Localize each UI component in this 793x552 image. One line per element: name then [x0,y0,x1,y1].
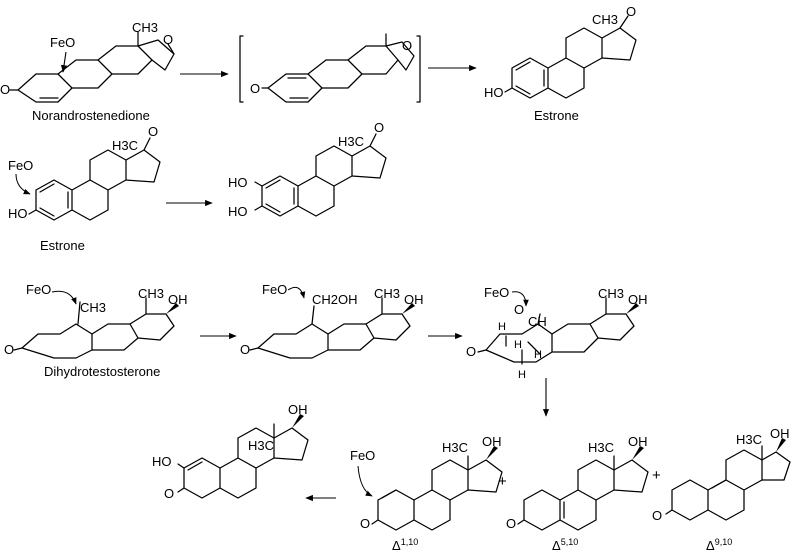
atom-o-3-intermediate: O [250,81,260,96]
plus-sign-1: + [498,473,507,490]
atom-ch3-13-oxo: CH3 [598,286,624,301]
label-estrone-middle: Estrone [40,238,85,253]
atom-h3c-isomer-1: H3C [442,440,468,455]
atom-h3c-estrone-middle: H3C [112,138,138,153]
atom-o-19-oxo: O [514,302,524,317]
atom-ho-2-hydroxyestrone: HO [228,175,248,190]
norandrostenedione-structure [9,31,175,103]
atom-ho-estrone-middle: HO [8,206,28,221]
dihydrotestosterone-structure [13,297,179,359]
atom-ch3-norandrostenedione: CH3 [132,20,158,35]
atom-ho-2-hydroxy-dienone: HO [152,454,172,469]
isomer-delta-5-10-structure [517,446,649,531]
dienone-intermediate-structure [239,33,421,103]
atom-o-17-estrone-top: O [626,4,636,19]
atom-ch3-13-hydroxy-dht: CH3 [374,286,400,301]
estrone-structure-middle [28,137,161,221]
atom-o-17-intermediate: O [402,38,412,53]
atom-h3c-isomer-3: H3C [736,432,762,447]
atom-o-3-norandrostenedione: O [0,82,10,97]
atom-cho: CH [528,314,547,329]
feo-label-19-oxo: FeO [484,285,509,300]
atom-oh-isomer-2: OH [628,434,648,449]
hydroxy-dht-structure [249,297,415,359]
label-estrone-top: Estrone [534,108,579,123]
atom-h3c-hydroxyestrone: H3C [338,134,364,149]
estrone-structure-top [504,15,637,99]
atom-h3c-isomer-2: H3C [588,440,614,455]
atom-o-17-estrone-middle: O [148,124,158,139]
atom-oh-oxo: OH [628,292,648,307]
atom-ch3-10-dht: CH3 [80,300,106,315]
label-isomer-1: Δ1,10 [392,537,418,552]
atom-o-3-dht: O [4,342,14,357]
atom-o-3-hydroxy-dht: O [240,342,250,357]
feo-label-isomer: FeO [350,448,375,463]
feo-curved-arrow-19-oxo [511,291,529,307]
atom-h-3: H [534,349,542,361]
atom-o-3-isomer-1: O [360,516,370,531]
atom-o-3-isomer-3: O [652,508,662,523]
oxo-dht-intermediate-structure [477,297,639,365]
atom-h-4: H [518,369,526,381]
atom-o-3-oxo: O [466,344,476,359]
atom-o-3-isomer-2: O [506,516,516,531]
atom-oh-hydroxy-dht: OH [404,292,424,307]
atom-h-1: H [498,321,506,333]
feo-curved-arrow-19-hydroxy [287,286,306,299]
atom-h-2: H [514,339,522,351]
label-dihydrotestosterone: Dihydrotestosterone [44,364,160,379]
feo-curved-arrow-dht [51,290,77,305]
atom-oh-isomer-3: OH [770,426,790,441]
feo-label-19-hydroxy: FeO [262,282,287,297]
feo-curved-arrow-estrone [15,173,31,195]
atom-ch3-estrone-top: CH3 [592,12,618,27]
atom-oh-17-hydroxy-dienone: OH [288,402,308,417]
atom-oh-dht: OH [168,292,188,307]
label-isomer-2: Δ5,10 [552,537,578,552]
feo-label-estrone: FeO [8,158,33,173]
label-isomer-3: Δ9,10 [706,537,732,552]
atom-h3c-hydroxy-dienone: H3C [248,438,274,453]
plus-sign-2: + [652,467,661,484]
feo-curved-arrow-isomer [357,465,373,497]
atom-ch3-13-dht: CH3 [138,286,164,301]
atom-o-3-hydroxy-dienone: O [164,486,174,501]
isomer-delta-1-10-structure [371,446,503,531]
atom-ho-estrone-top: HO [484,85,504,100]
hydroxy-dienone-structure [177,414,309,499]
isomer-delta-9-10-structure [665,438,791,521]
feo-attack-arrow [60,51,68,73]
feo-label-norandrostenedione: FeO [50,35,75,50]
atom-oh-isomer-1: OH [482,434,502,449]
atom-o-17-hydroxyestrone: O [374,120,384,135]
atom-ho-3-hydroxyestrone: HO [228,204,248,219]
atom-ch2oh: CH2OH [312,292,358,307]
atom-o-17-norandrostenedione: O [163,32,173,47]
hydroxyestrone-structure [254,133,387,217]
feo-label-dht: FeO [26,282,51,297]
label-norandrostenedione: Norandrostenedione [32,108,150,123]
